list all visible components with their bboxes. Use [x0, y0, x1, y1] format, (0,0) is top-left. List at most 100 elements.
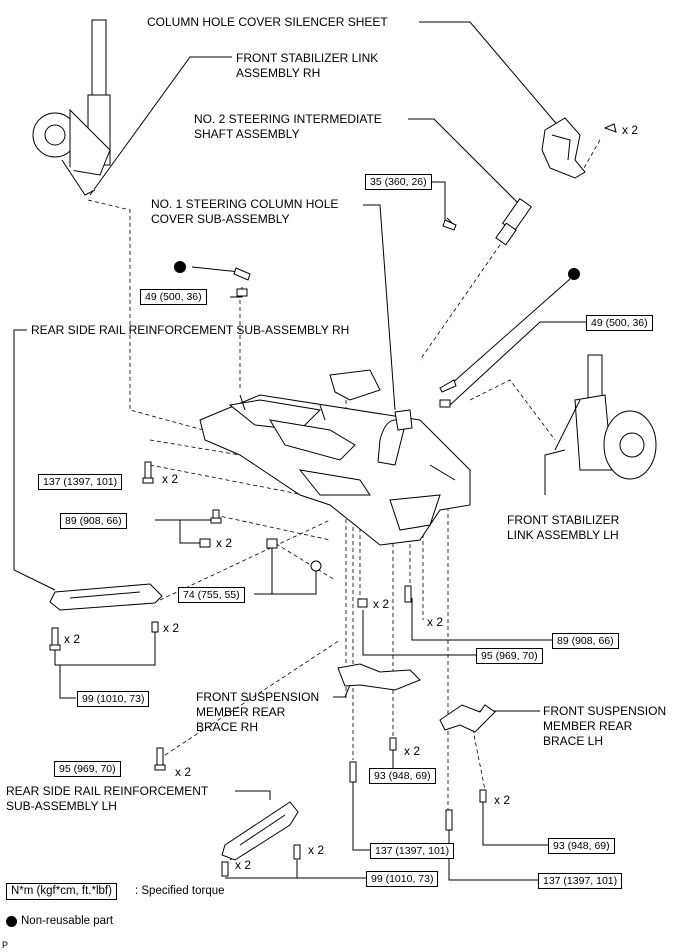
- label-rear-rail-rh: REAR SIDE RAIL REINFORCEMENT SUB-ASSEMBL…: [31, 323, 350, 337]
- bolt-137-left: [142, 461, 154, 484]
- dash-brace-lh: [469, 714, 486, 791]
- bolt-93-right: [479, 789, 487, 803]
- bolt-137-mid: [349, 761, 357, 783]
- leader-t137-mid: [352, 775, 370, 851]
- rail-lh-illustration: [221, 801, 299, 861]
- nut-74-a: [266, 538, 278, 549]
- bolt-99-lh-a: [221, 861, 229, 877]
- label-no1-column-hole-cover: NO. 1 STEERING COLUMN HOLE COVER SUB-ASS…: [151, 197, 339, 226]
- torque-box-49-left: 49 (500, 36): [140, 289, 207, 305]
- silencer-sheet-illustration: [541, 117, 617, 179]
- leader-no1-cover: [363, 204, 396, 411]
- leader-t99-top: [59, 665, 76, 699]
- steering-shaft-illustration: [446, 198, 533, 246]
- qty-bolt-95-left: x 2: [175, 765, 192, 779]
- qty-bolt-99-rh-b: x 2: [163, 621, 180, 635]
- bolt-49-left: [233, 267, 251, 297]
- dash-shaft: [419, 244, 501, 361]
- leader-stab-rh: [89, 56, 232, 196]
- nonreusable-marker-right: [568, 268, 580, 280]
- leader-t95-right: [362, 610, 476, 656]
- fasteners: [49, 219, 487, 877]
- dash-cross-3: [214, 514, 331, 541]
- torque-box-137-mid: 137 (1397, 101): [370, 843, 455, 859]
- bolt-99-rh-b: [151, 621, 159, 633]
- bolt-89-left: [210, 509, 222, 524]
- qty-bolt-89-right: x 2: [427, 615, 444, 629]
- label-rear-rail-lh: REAR SIDE RAIL REINFORCEMENT SUB-ASSEMBL…: [6, 784, 209, 813]
- torque-box-99-bottom: 99 (1010, 73): [366, 871, 439, 887]
- bolt-89-right: [404, 585, 412, 603]
- torque-box-74: 74 (755, 55): [178, 587, 245, 603]
- torque-box-95-right: 95 (969, 70): [476, 648, 543, 664]
- dash-cross-4: [269, 539, 336, 581]
- qty-silencer-clip: x 2: [622, 123, 639, 137]
- leader-t99-bottom: [225, 860, 366, 879]
- bolt-35: [442, 219, 457, 231]
- leader-t89-right: [411, 598, 552, 641]
- leader-dot-left: [191, 266, 241, 273]
- knuckle-rh-illustration: [32, 19, 111, 196]
- bolt-93-mid: [389, 737, 397, 751]
- label-front-stabilizer-link-rh: FRONT STABILIZER LINK ASSEMBLY RH: [236, 51, 379, 80]
- label-brace-lh: FRONT SUSPENSION MEMBER REAR BRACE LH: [543, 704, 667, 748]
- qty-bolt-137-left: x 2: [162, 472, 179, 486]
- leader-stab-lh: [544, 449, 566, 495]
- torque-box-137-right: 137 (1397, 101): [538, 873, 623, 889]
- label-silencer-sheet: COLUMN HOLE COVER SILENCER SHEET: [147, 15, 388, 29]
- leader-rear-rail-rh: [13, 329, 56, 591]
- bolt-99-lh-b: [293, 844, 301, 860]
- torque-box-89-right: 89 (908, 66): [552, 633, 619, 649]
- suspension-crossmember-illustration: [199, 369, 471, 546]
- qty-nut-95-right: x 2: [373, 597, 390, 611]
- torque-box-49-right: 49 (500, 36): [586, 315, 653, 331]
- dash-rail-rh: [159, 519, 331, 601]
- nonreusable-marker-left: [174, 261, 186, 273]
- bolt-95-left: [154, 747, 166, 771]
- leader-silencer: [419, 21, 561, 129]
- legend-torque-text: : Specified torque: [135, 885, 225, 897]
- legend-torque-unit-box: N*m (kgf*cm, ft.*lbf): [6, 883, 117, 900]
- qty-bolt-99-lh-b: x 2: [308, 843, 325, 857]
- legend-nonreusable-text: Non-reusable part: [21, 915, 114, 927]
- qty-bolt-99-lh-a: x 2: [235, 858, 252, 872]
- label-front-stabilizer-link-lh: FRONT STABILIZER LINK ASSEMBLY LH: [507, 513, 620, 542]
- leader-dot-right: [449, 278, 571, 386]
- dash-stab-rh: [87, 199, 241, 441]
- dash-stab-lh: [469, 379, 556, 441]
- knuckle-lh-illustration: [554, 354, 657, 480]
- torque-box-93-right: 93 (948, 69): [548, 838, 615, 854]
- leader-no2-shaft: [408, 118, 521, 206]
- leader-t49-right: [449, 321, 586, 406]
- brace-rh-illustration: [337, 663, 421, 691]
- leader-rear-rail-lh: [235, 790, 271, 800]
- figure-code: P: [2, 940, 9, 950]
- bolt-49-right: [439, 379, 457, 408]
- brace-lh-illustration: [439, 704, 496, 733]
- qty-bolt-93-mid: x 2: [404, 744, 421, 758]
- torque-box-99-top: 99 (1010, 73): [77, 691, 150, 707]
- qty-bolt-99-rh-a: x 2: [64, 632, 81, 646]
- nut-95-right: [357, 598, 368, 608]
- qty-nut-89-left: x 2: [216, 536, 233, 550]
- qty-bolt-93-right: x 2: [494, 793, 511, 807]
- torque-box-95-left: 95 (969, 70): [54, 761, 121, 777]
- label-brace-rh: FRONT SUSPENSION MEMBER REAR BRACE RH: [196, 690, 320, 734]
- leader-t89-left: [155, 519, 200, 544]
- torque-box-35: 35 (360, 26): [365, 174, 432, 190]
- label-no2-steering-shaft: NO. 2 STEERING INTERMEDIATE SHAFT ASSEMB…: [194, 112, 382, 141]
- leader-t35: [432, 181, 446, 220]
- torque-box-137-left: 137 (1397, 101): [38, 474, 123, 490]
- leader-t93-right: [482, 800, 548, 846]
- nut-89-left: [199, 538, 211, 548]
- bolt-99-rh-a: [49, 627, 61, 651]
- torque-box-89-left: 89 (908, 66): [60, 513, 127, 529]
- leader-t74: [254, 545, 317, 595]
- dash-cross-2: [149, 464, 331, 501]
- bolt-137-right: [445, 809, 453, 831]
- legend-nonreusable-marker: [6, 916, 17, 927]
- nut-74-b: [310, 560, 322, 572]
- rail-rh-illustration: [49, 583, 163, 611]
- leader-t137-right: [448, 820, 538, 881]
